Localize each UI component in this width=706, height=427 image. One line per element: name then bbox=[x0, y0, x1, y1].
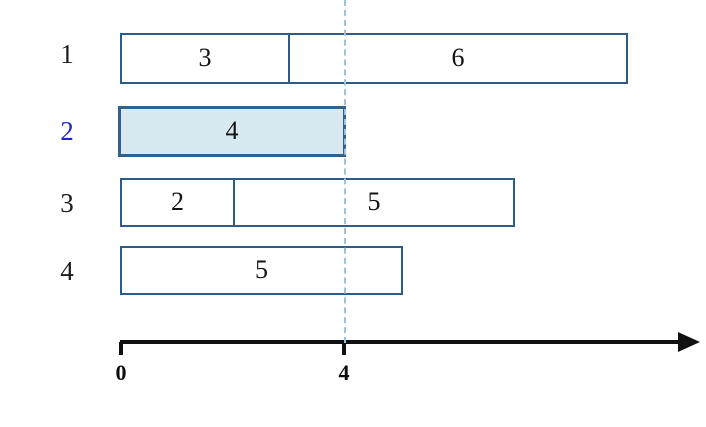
row-label-2: 2 bbox=[60, 116, 74, 146]
task-segment[interactable]: 3 bbox=[122, 35, 288, 82]
task-segment[interactable]: 6 bbox=[288, 35, 626, 82]
task-segment-value: 5 bbox=[255, 254, 268, 284]
task-segment-value: 3 bbox=[198, 42, 212, 72]
task-bar-row-3[interactable]: 2 5 bbox=[120, 178, 515, 227]
task-segment-value: 4 bbox=[225, 115, 239, 145]
row-label-4: 4 bbox=[60, 256, 74, 286]
axis-tick-label-4: 4 bbox=[338, 360, 350, 385]
row-label-1: 1 bbox=[60, 39, 74, 69]
task-segment[interactable]: 4 bbox=[121, 109, 343, 154]
axis-tick-label-0: 0 bbox=[115, 360, 127, 385]
time-axis bbox=[119, 332, 700, 355]
task-bar-row-4[interactable]: 5 bbox=[120, 246, 403, 295]
task-bar-row-2[interactable]: 4 bbox=[118, 106, 346, 157]
task-segment[interactable]: 2 bbox=[122, 180, 233, 225]
task-segment-value: 2 bbox=[171, 186, 184, 216]
task-segment[interactable]: 5 bbox=[122, 248, 401, 293]
task-segment-value: 5 bbox=[367, 186, 381, 216]
guide-line-dashed bbox=[344, 0, 346, 343]
task-bar-row-1[interactable]: 3 6 bbox=[120, 33, 628, 84]
row-label-3: 3 bbox=[60, 188, 74, 218]
task-segment[interactable]: 5 bbox=[233, 180, 513, 225]
task-segment-value: 6 bbox=[451, 42, 465, 72]
axis-arrow-icon bbox=[678, 332, 700, 352]
